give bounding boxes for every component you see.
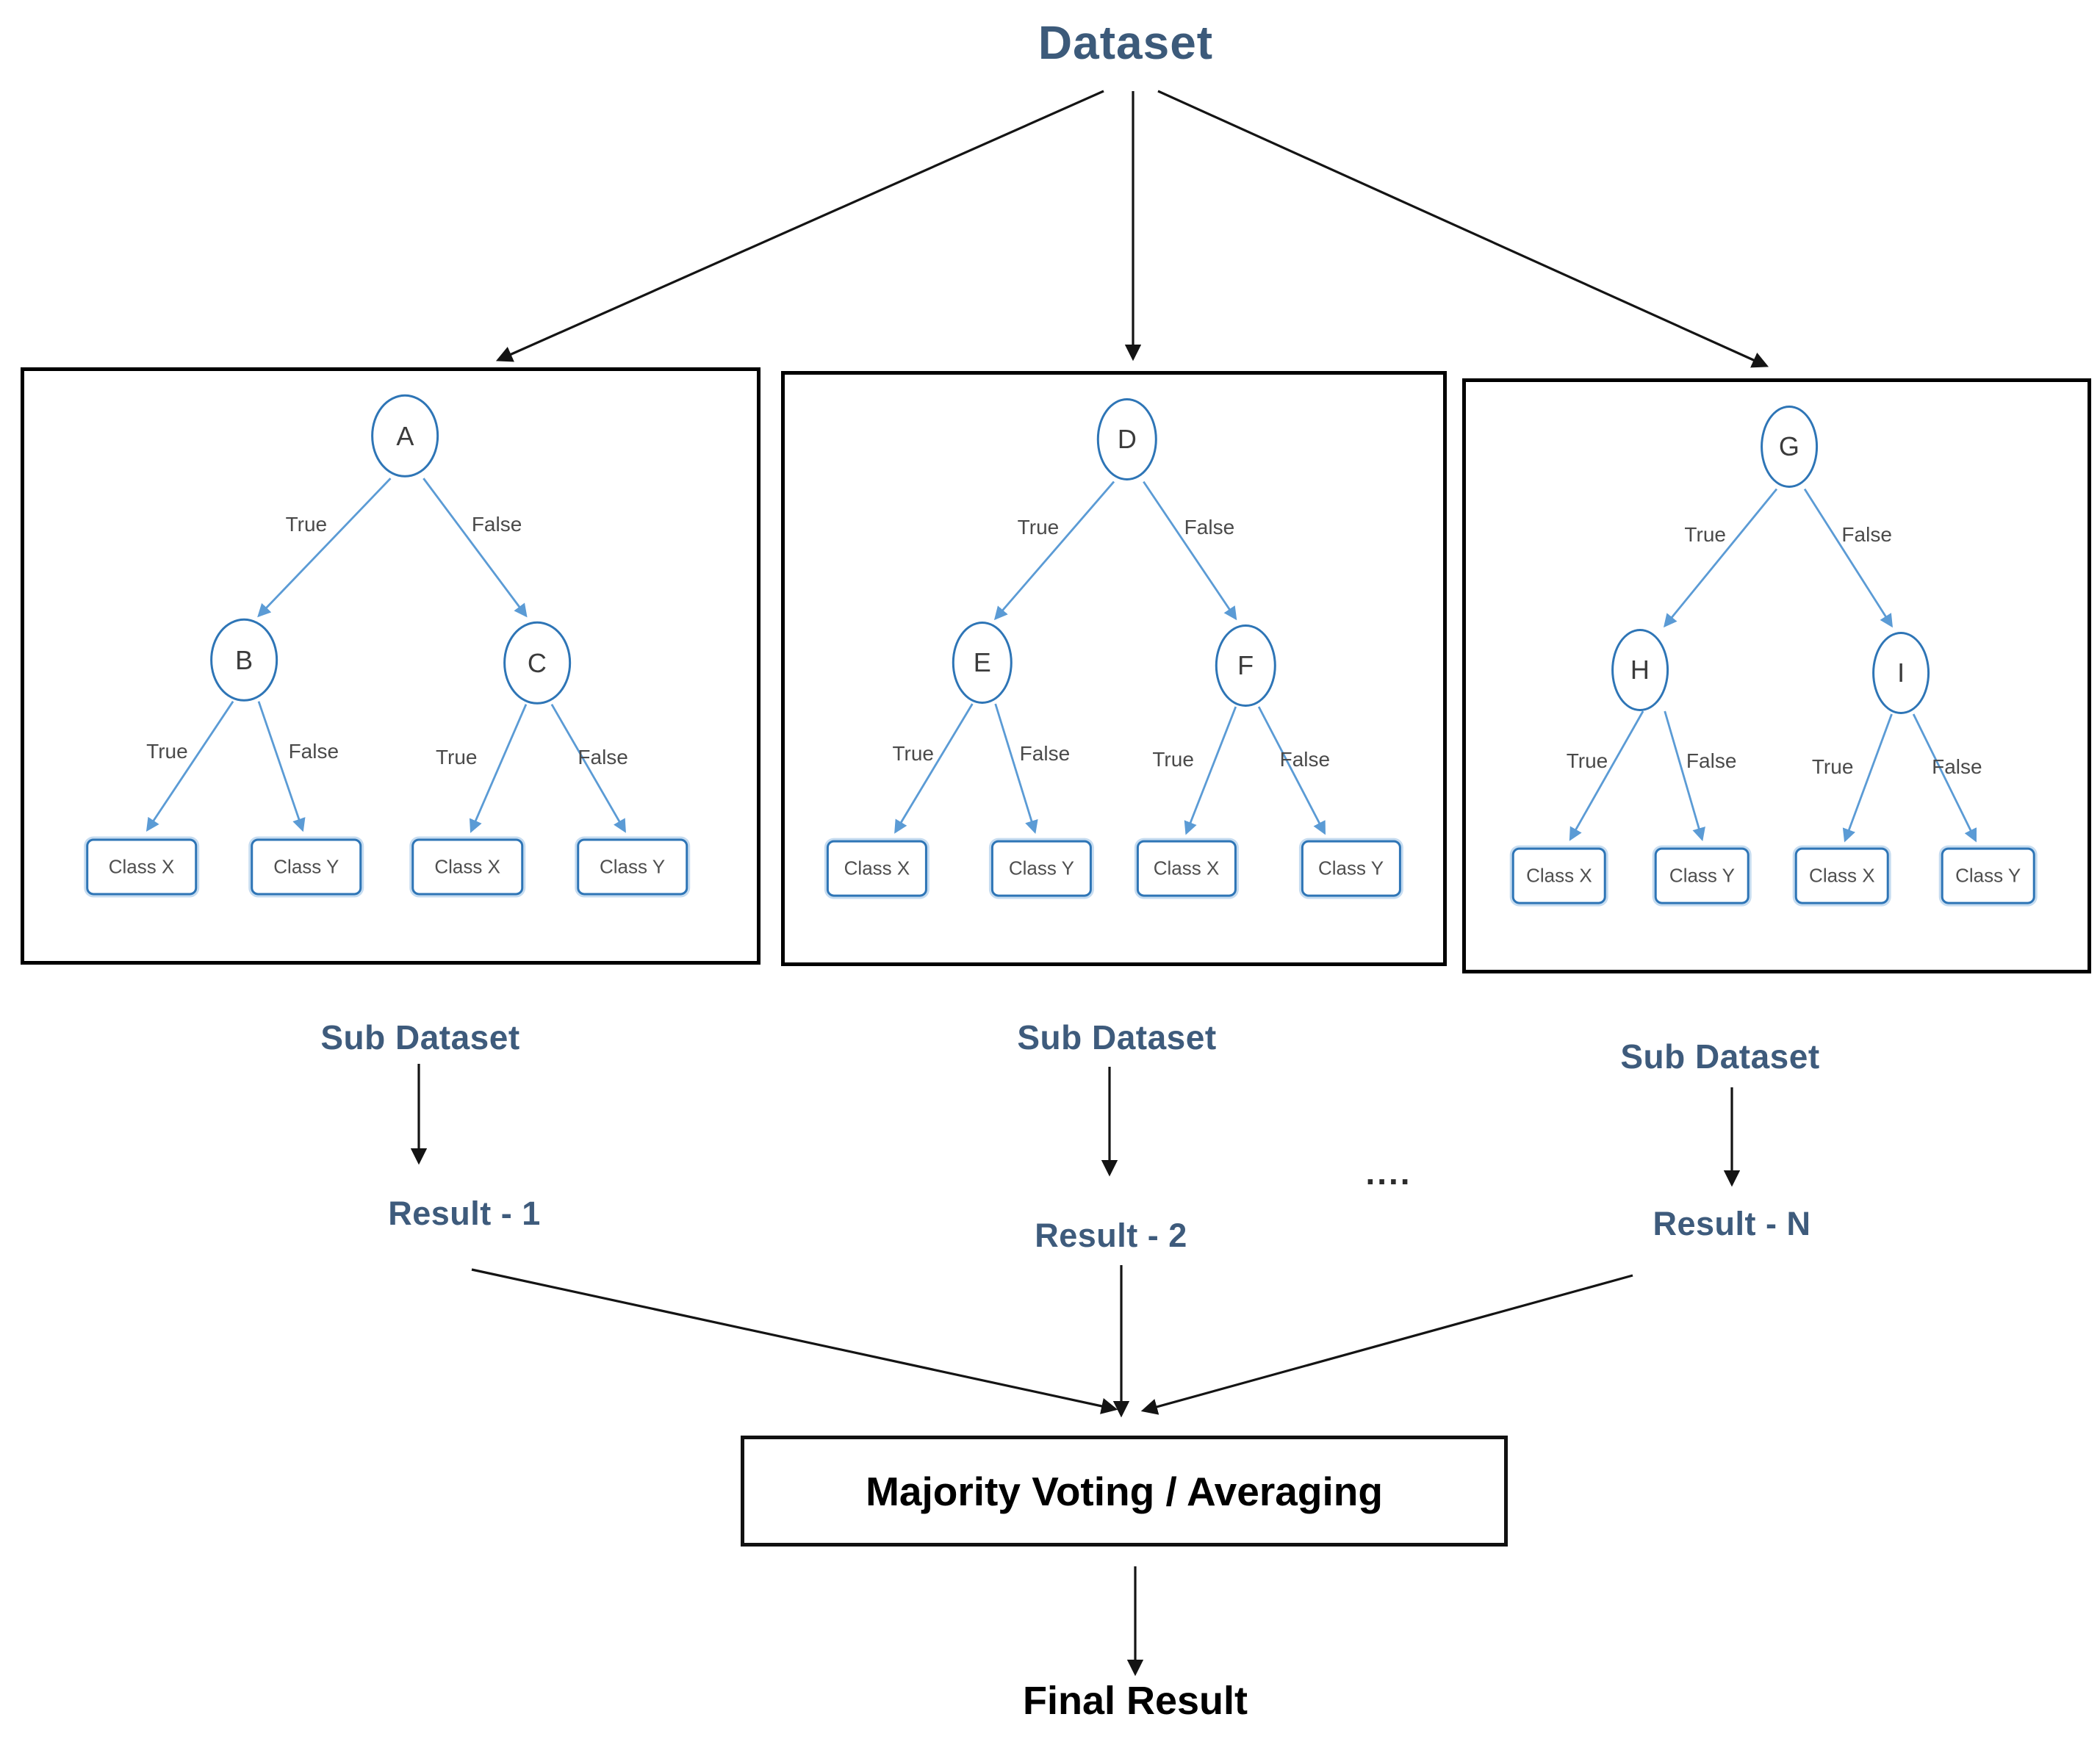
branch-label-true: True	[1684, 523, 1726, 546]
edge-right-true	[1842, 713, 1893, 843]
result-label-1: Result - 1	[388, 1195, 541, 1232]
edge-left-true	[894, 703, 974, 834]
branch-label-true: True	[892, 742, 934, 765]
result-label-2: Result - 2	[1035, 1217, 1187, 1254]
leaf-class-box: Class Y	[1301, 840, 1401, 897]
tree-box-2: D E F True False True False True False C…	[781, 371, 1447, 966]
sub-dataset-label-2: Sub Dataset	[1017, 1018, 1217, 1056]
edge-left-true	[1569, 710, 1644, 841]
branch-label-true: True	[435, 745, 478, 768]
edge-right-true	[1184, 706, 1237, 835]
branch-label-false: False	[1686, 749, 1737, 772]
edge-left-false	[1664, 710, 1705, 842]
leaf-class-box: Class X	[85, 838, 198, 896]
edge-root-true	[993, 480, 1115, 621]
tree-2-edges	[894, 480, 1326, 835]
branch-label-true: True	[1152, 748, 1194, 771]
arrow-dataset-to-tree-3	[1157, 90, 1769, 368]
tree-left-node: E	[952, 622, 1013, 704]
leaf-class-box: Class Y	[576, 838, 688, 896]
tree-root-node: D	[1096, 398, 1158, 480]
edge-left-true	[145, 700, 234, 832]
tree-left-node: B	[210, 619, 278, 702]
final-result-label: Final Result	[1022, 1679, 1248, 1723]
tree-box-3: G H I True False True False True False C…	[1462, 378, 2091, 973]
edge-right-false	[1257, 706, 1326, 835]
tree-root-node: G	[1760, 406, 1818, 488]
branch-label-true: True	[146, 739, 188, 763]
tree-3-edges	[1569, 488, 1977, 843]
tree-right-node: C	[503, 622, 571, 705]
leaf-class-box: Class Y	[991, 840, 1092, 897]
branch-label-false: False	[288, 739, 339, 763]
branch-label-false: False	[471, 512, 522, 536]
tree-right-node: I	[1872, 632, 1930, 714]
leaf-class-box: Class X	[1511, 847, 1607, 904]
branch-label-false: False	[1184, 516, 1235, 539]
tree-box-1: A B C True False True False True False C…	[21, 367, 760, 965]
edge-right-false	[1912, 713, 1977, 843]
tree-root-node: A	[371, 395, 439, 478]
majority-voting-label: Majority Voting / Averaging	[866, 1468, 1383, 1514]
tree-1-edges	[145, 478, 626, 833]
leaf-class-box: Class X	[1794, 847, 1890, 904]
branch-label-true: True	[1017, 516, 1060, 539]
leaf-class-box: Class X	[1136, 840, 1237, 897]
branch-label-true: True	[285, 512, 328, 536]
branch-label-true: True	[1811, 755, 1854, 778]
branch-label-false: False	[1019, 742, 1071, 765]
majority-voting-box: Majority Voting / Averaging	[741, 1436, 1508, 1547]
leaf-class-box: Class X	[411, 838, 523, 896]
sub-dataset-label-3: Sub Dataset	[1620, 1037, 1820, 1076]
edge-root-true	[257, 478, 392, 618]
edge-root-false	[1803, 488, 1893, 628]
leaf-class-box: Class X	[827, 840, 927, 897]
result-label-n: Result - N	[1653, 1205, 1811, 1242]
leaf-class-box: Class Y	[1655, 847, 1750, 904]
tree-right-node: F	[1215, 624, 1276, 707]
edge-left-false	[994, 703, 1038, 835]
edge-left-false	[257, 701, 306, 832]
branch-label-false: False	[1932, 755, 1982, 778]
arrow-dataset-to-tree-1	[495, 90, 1104, 362]
edge-root-false	[422, 478, 528, 618]
tree-left-node: H	[1611, 629, 1669, 711]
edge-root-false	[1143, 480, 1237, 621]
leaf-class-box: Class Y	[1941, 847, 2035, 904]
arrow-result-1-to-voting	[471, 1268, 1118, 1414]
edge-right-true	[469, 704, 528, 833]
branch-label-true: True	[1566, 749, 1608, 772]
edge-right-false	[550, 703, 626, 833]
edge-root-true	[1663, 488, 1778, 628]
branch-label-false: False	[1279, 748, 1331, 771]
leaf-class-box: Class Y	[251, 838, 362, 896]
branch-label-false: False	[1841, 523, 1892, 546]
ellipsis-label: ....	[1365, 1153, 1412, 1192]
sub-dataset-label-1: Sub Dataset	[320, 1018, 520, 1056]
arrow-result-n-to-voting	[1140, 1274, 1633, 1415]
diagram-title: Dataset	[1038, 16, 1214, 69]
branch-label-false: False	[578, 745, 628, 768]
